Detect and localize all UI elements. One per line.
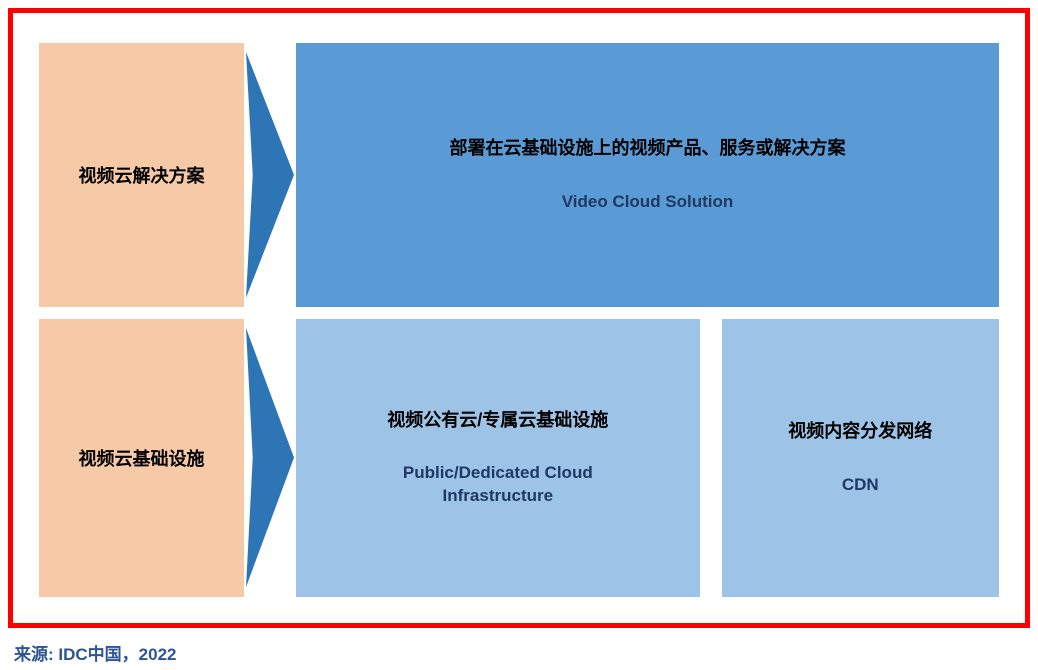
label-box-solution: 视频云解决方案: [39, 43, 244, 308]
public-cloud-box-title: 视频公有云/专属云基础设施: [387, 409, 609, 430]
right-arrow-icon: [244, 43, 296, 307]
solution-box-title: 部署在云基础设施上的视频产品、服务或解决方案: [449, 138, 846, 159]
public-cloud-box: 视频公有云/专属云基础设施 Public/Dedicated Cloud Inf…: [296, 319, 700, 597]
solution-label: 视频云解决方案: [78, 166, 205, 187]
source-note: 来源: IDC中国，2022: [14, 645, 177, 664]
solution-box: 部署在云基础设施上的视频产品、服务或解决方案 Video Cloud Solut…: [296, 43, 999, 308]
right-arrow-icon: [244, 319, 296, 597]
solution-content: 部署在云基础设施上的视频产品、服务或解决方案 Video Cloud Solut…: [296, 43, 999, 308]
infrastructure-label: 视频云基础设施: [78, 449, 205, 470]
cdn-box-title: 视频内容分发网络: [788, 421, 933, 442]
public-cloud-box-subtitle: Public/Dedicated Cloud Infrastructure: [402, 463, 593, 506]
solution-box-subtitle: Video Cloud Solution: [561, 191, 734, 211]
label-box-infrastructure: 视频云基础设施: [39, 319, 244, 597]
diagram-frame: 视频云解决方案 部署在云基础设施上的视频产品、服务或解决方案 Video Clo…: [8, 8, 1030, 628]
infrastructure-row: 视频云基础设施 视频公有云/专属云基础设施 Public/Dedicated C…: [39, 319, 999, 597]
solution-row: 视频云解决方案 部署在云基础设施上的视频产品、服务或解决方案 Video Clo…: [39, 43, 999, 308]
cdn-box-subtitle: CDN: [841, 474, 879, 494]
infrastructure-content: 视频公有云/专属云基础设施 Public/Dedicated Cloud Inf…: [296, 319, 999, 597]
cdn-box: 视频内容分发网络 CDN: [721, 319, 999, 597]
